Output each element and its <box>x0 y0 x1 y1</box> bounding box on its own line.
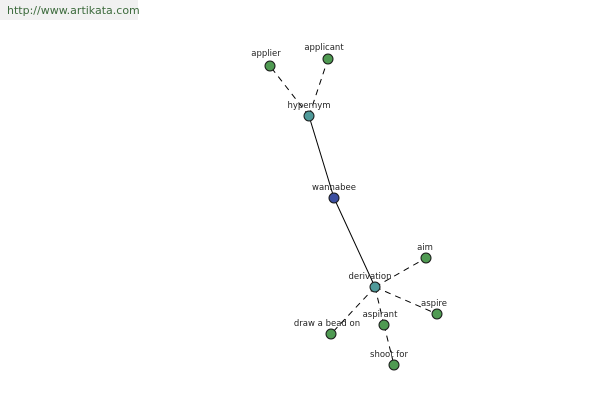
node-applicant[interactable] <box>322 53 334 65</box>
labels-layer: wannabee hypernym derivation applier applica… <box>251 43 447 360</box>
edge-aspirant-to-shoot-for <box>383 324 395 366</box>
edge-wannabee-to-derivation <box>333 197 376 288</box>
edges-layer <box>269 58 438 366</box>
node-aim[interactable] <box>420 252 432 264</box>
node-shoot-for[interactable] <box>388 359 400 371</box>
node-applier[interactable] <box>264 60 276 72</box>
node-label-aim: aim <box>417 243 433 253</box>
node-derivation[interactable] <box>369 281 381 293</box>
site-watermark: http://www.artikata.com <box>0 0 140 20</box>
node-label-aspire: aspire <box>421 299 447 309</box>
node-label-aspirant: aspirant <box>363 310 398 320</box>
edge-derivation-to-aim <box>374 257 427 288</box>
edge-wannabee-to-hypernym <box>308 115 335 199</box>
node-label-shoot-for: shoot for <box>370 350 408 360</box>
node-aspire[interactable] <box>431 308 443 320</box>
nodes-layer <box>264 53 443 371</box>
node-wannabee[interactable] <box>328 192 340 204</box>
edge-derivation-to-aspire <box>374 286 438 315</box>
node-label-applicant: applicant <box>304 43 344 53</box>
node-label-hypernym: hypernym <box>287 101 330 111</box>
node-label-derivation: derivation <box>348 272 391 282</box>
node-label-draw-a-bead-on: draw a bead on <box>294 319 360 329</box>
node-hypernym[interactable] <box>303 110 315 122</box>
node-aspirant[interactable] <box>378 319 390 331</box>
node-label-applier: applier <box>251 49 281 59</box>
node-label-wannabee: wannabee <box>312 183 356 193</box>
node-draw-a-bead-on[interactable] <box>325 328 337 340</box>
